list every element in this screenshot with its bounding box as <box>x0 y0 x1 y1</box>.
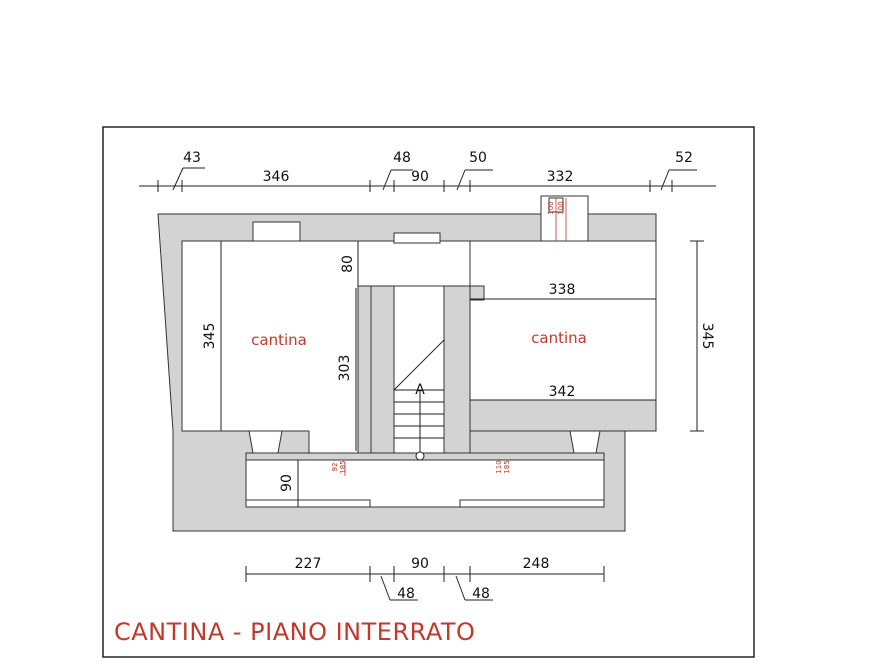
dim-door-left-top: 92 <box>331 463 339 472</box>
stair-label: A <box>415 382 425 398</box>
corridor-niche <box>393 232 441 244</box>
stair-well <box>393 285 445 454</box>
dim-door-right-top: 110 <box>495 460 503 473</box>
dim-top-52: 52 <box>675 150 693 166</box>
stair-wall-left <box>370 285 395 454</box>
dim-top-48: 48 <box>393 150 411 166</box>
plan-title: CANTINA - PIANO INTERRATO <box>114 618 475 646</box>
right-room-shelf <box>469 399 657 432</box>
dim-top-346: 346 <box>263 169 290 185</box>
column-left <box>248 430 283 454</box>
lower-hall-upper-edge <box>245 452 605 461</box>
dim-top-90: 90 <box>411 169 429 185</box>
dim-bottom-248: 248 <box>523 556 550 572</box>
dim-338: 338 <box>549 282 576 298</box>
dim-door-left-bottom: 185 <box>339 460 347 473</box>
lower-hall-floor <box>245 459 605 508</box>
dim-bottom-227: 227 <box>295 556 322 572</box>
top-dim-ticks <box>157 167 697 192</box>
stair-wall-right <box>443 285 471 454</box>
dim-bottom-48b: 48 <box>472 586 490 602</box>
dim-top-50: 50 <box>469 150 487 166</box>
stair-start-marker <box>415 451 425 461</box>
room-label-right: cantina <box>531 329 587 347</box>
dim-bottom-48a: 48 <box>397 586 415 602</box>
corridor-top <box>357 240 471 287</box>
dim-80: 80 <box>340 255 356 273</box>
right-room-step <box>469 285 485 301</box>
chimney-right <box>540 195 589 242</box>
dim-chimney-b: 100 <box>557 201 565 214</box>
chimney-left <box>252 221 301 242</box>
dim-door-right-bottom: 185 <box>503 460 511 473</box>
room-label-left: cantina <box>251 331 307 349</box>
dim-hall-90: 90 <box>279 474 295 492</box>
dim-342: 342 <box>549 384 576 400</box>
dim-chimney-a: 100 <box>547 201 555 214</box>
column-right <box>569 430 601 454</box>
stair-treads <box>393 339 445 458</box>
dim-top-43: 43 <box>183 150 201 166</box>
dim-left-345: 345 <box>202 323 218 350</box>
dim-303: 303 <box>337 355 353 382</box>
dim-right-345: 345 <box>699 323 715 350</box>
bottom-dim-ticks <box>245 566 605 601</box>
dim-bottom-90: 90 <box>411 556 429 572</box>
dim-top-332: 332 <box>547 169 574 185</box>
plan-frame <box>102 126 755 658</box>
